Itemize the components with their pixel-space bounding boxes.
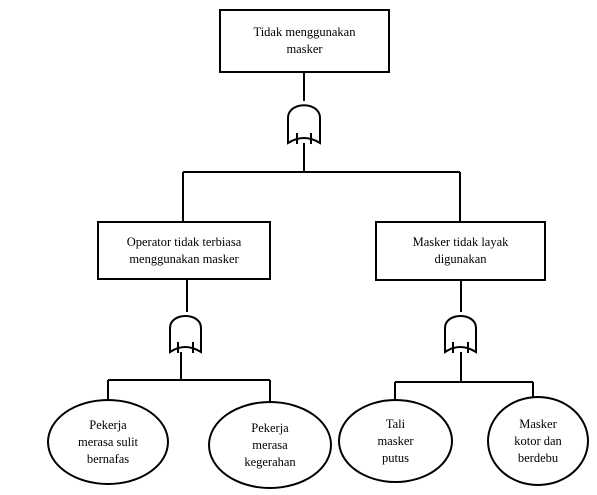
basic-event-label-line1: Pekerja	[251, 420, 289, 435]
basic-event-ellipse-tali-putus: Tali masker putus	[338, 399, 453, 483]
middle-event-box-operator: Operator tidak terbiasa menggunakan mask…	[97, 221, 271, 280]
basic-event-ellipse-kegerahan: Pekerja merasa kegerahan	[208, 401, 332, 489]
middle-event-box-masker: Masker tidak layak digunakan	[375, 221, 546, 281]
middle-event-label-line1: Masker tidak layak	[412, 235, 509, 249]
top-event-label-line2: masker	[286, 42, 323, 56]
or-gate-left	[169, 315, 202, 354]
basic-event-ellipse-sulit-bernafas: Pekerja merasa sulit bernafas	[47, 399, 169, 485]
basic-event-label-line2: merasa	[252, 437, 288, 452]
basic-event-label-line1: Pekerja	[89, 417, 127, 432]
top-event-box: Tidak menggunakan masker	[219, 9, 390, 73]
or-gate-top	[287, 104, 321, 145]
middle-event-label-line1: Operator tidak terbiasa	[126, 234, 242, 249]
basic-event-label-line2: kotor dan	[514, 433, 562, 448]
middle-event-label-line2: digunakan	[434, 252, 487, 266]
basic-event-label-line1: Tali	[385, 416, 406, 431]
basic-event-label-line3: bernafas	[86, 451, 130, 466]
basic-event-label-line3: berdebu	[517, 450, 559, 465]
basic-event-label-line3: kegerahan	[244, 454, 296, 469]
basic-event-label-line3: putus	[381, 450, 410, 465]
middle-event-label-line2: menggunakan masker	[129, 251, 239, 266]
or-gate-right	[444, 315, 477, 354]
basic-event-label-line1: Masker	[519, 416, 557, 431]
basic-event-label-line2: merasa sulit	[77, 434, 139, 449]
top-event-label-line1: Tidak menggunakan	[253, 25, 356, 39]
basic-event-label-line2: masker	[377, 433, 414, 448]
basic-event-ellipse-kotor-berdebu: Masker kotor dan berdebu	[487, 396, 589, 486]
